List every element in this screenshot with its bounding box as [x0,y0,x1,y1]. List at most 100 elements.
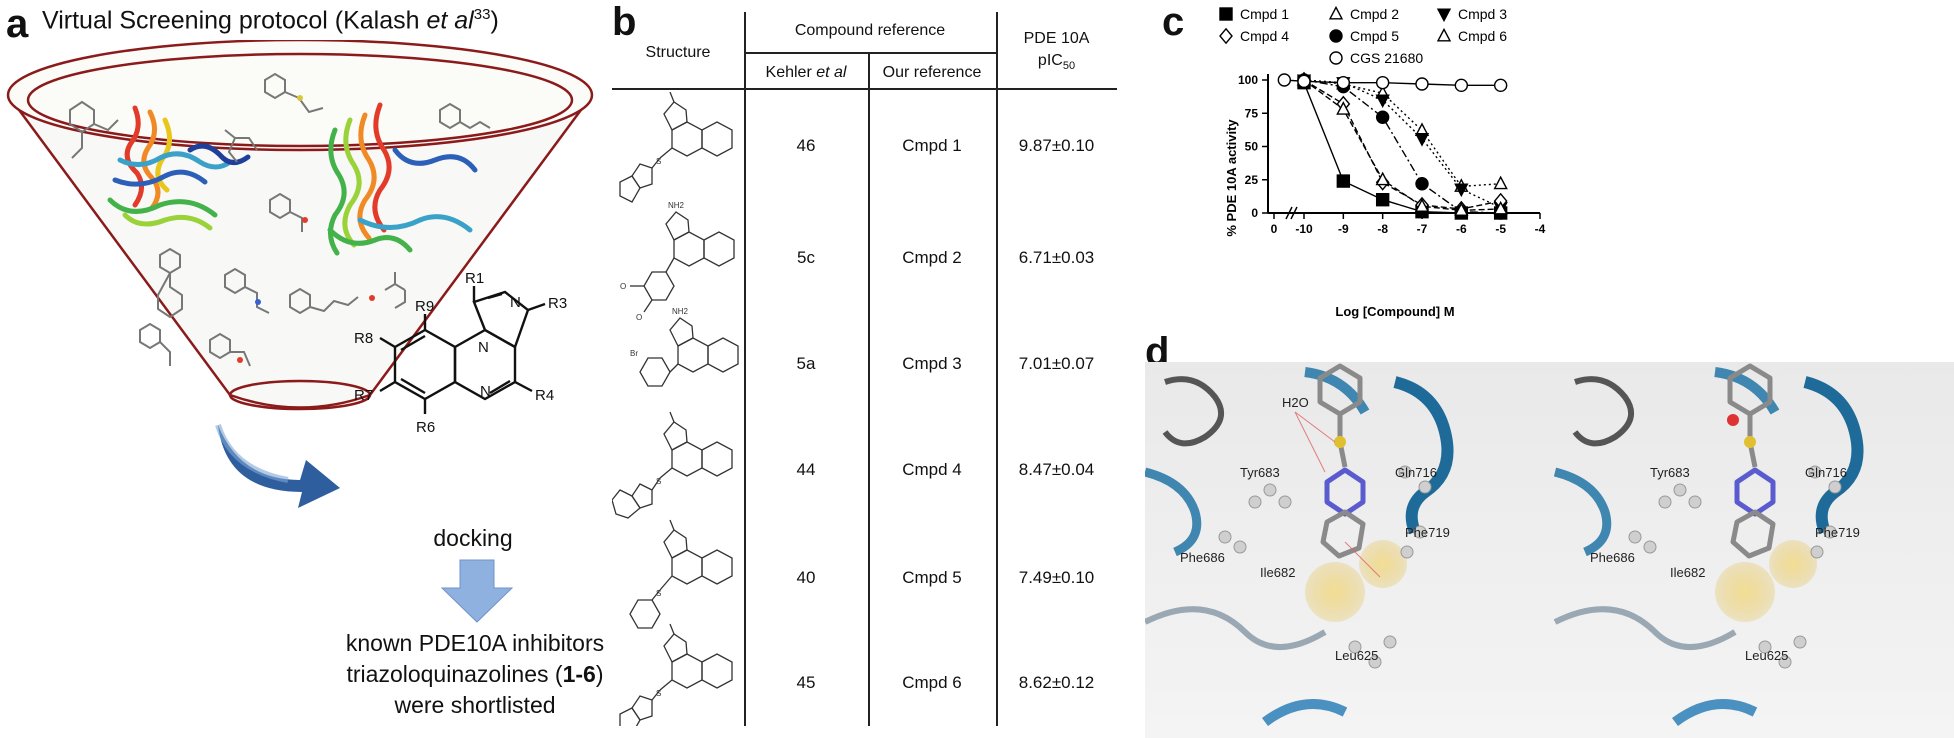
stereo-view-left: H2O Tyr683 Gln716 Phe719 Phe686 Ile682 L… [1145,363,1454,727]
title-prefix: Virtual Screening protocol (Kalash [42,6,427,35]
data-point [1454,183,1469,198]
cell-pic50: 6.71±0.03 [1018,248,1095,267]
data-point [1297,74,1311,89]
header-pde-line2: pIC50 [996,50,1117,77]
y-tick-label: 50 [1245,140,1259,154]
header-structure: Structure [645,44,711,61]
structure-column: S NH2 O O NH2 Br [612,92,739,726]
atom-s: S [656,157,661,166]
legend-entry-label: Cmpd 6 [1458,28,1507,44]
data-point [1375,94,1390,109]
triazoloquinazoline-scaffold [379,286,546,414]
result-line-3: were shortlisted [394,692,556,718]
label-r8: R8 [354,330,373,347]
label-tyr683: Tyr683 [1650,465,1690,480]
atom-nh2: NH2 [672,307,689,316]
structure-cmpd-5: S [629,519,733,629]
docking-pose-stereo-view: H2O Tyr683 Gln716 Phe719 Phe686 Ile682 L… [1145,362,1954,738]
data-point [1493,78,1508,93]
x-tick-label: -9 [1338,222,1349,236]
series-line [1303,79,1501,209]
shortlist-result-text: known PDE10A inhibitors triazoloquinazol… [295,628,655,721]
data-point [1436,27,1452,42]
label-n3: N [480,383,491,400]
legend-entry-label: Cmpd 2 [1350,6,1399,22]
protein-structure-left [107,105,251,231]
cell-our-reference: Cmpd 3 [902,354,962,373]
view-background [1145,362,1954,738]
structure-cmpd-6: S [619,623,733,726]
compound-table: Structure Compound reference Kehler et a… [612,8,1122,726]
label-phe719: Phe719 [1815,525,1860,540]
data-point [1493,200,1508,215]
x-tick-label: -8 [1377,222,1388,236]
structure-cmpd-4: S [612,411,733,519]
label-r7: R7 [354,387,373,404]
label-r9: R9 [415,298,434,315]
col-divider-1 [744,12,746,726]
atom-s: S [656,589,661,598]
data-point [1415,77,1429,91]
label-tyr683: Tyr683 [1240,465,1280,480]
label-n2: N [510,294,521,311]
y-tick-label: 0 [1251,206,1258,220]
header-kehler-etal: et al [816,64,847,81]
col-divider-2 [868,52,870,726]
data-point [1219,27,1233,45]
header-rule [612,88,1117,90]
cell-pic50: 9.87±0.10 [1018,136,1095,155]
subheader-rule [744,52,996,54]
compound-range: 1-6 [562,661,596,687]
docking-label: docking [433,525,513,551]
cell-kehler: 45 [796,673,816,692]
x-tick-label: -6 [1456,222,1467,236]
cell-kehler: 5a [796,354,816,373]
cell-pic50: 7.01±0.07 [1018,354,1095,373]
series-line [1303,79,1501,212]
atom-o-2: O [636,313,642,322]
structure-cmpd-3: NH2 Br [630,307,739,387]
x-axis-label: Log [Compound] M [1335,304,1454,319]
x-tick-label: -10 [1295,222,1313,236]
cell-our-reference: Cmpd 1 [902,136,962,155]
ligand-molecules [69,72,491,367]
data-point [1336,174,1351,188]
panel-letter-a: a [6,2,29,46]
screening-funnel-illustration: R9 R8 R7 R6 R1 R3 R4 N N N [6,40,594,623]
atom-nh2: NH2 [668,201,685,210]
legend-entry-label: Cmpd 1 [1240,6,1289,22]
label-leu625: Leu625 [1335,648,1378,663]
cell-our-reference: Cmpd 6 [902,673,962,692]
y-tick-label: 25 [1245,173,1259,187]
title-ref: 33 [473,6,491,23]
cell-kehler: 44 [796,460,816,479]
data-point [1219,7,1233,21]
cell-kehler: 40 [796,568,816,587]
legend-entry-label: Cmpd 3 [1458,6,1507,22]
data-point [1454,78,1469,93]
label-leu625: Leu625 [1745,648,1788,663]
header-pic: pIC [1037,52,1063,69]
result-line-2-pre: triazoloquinazolines ( [346,661,563,687]
cell-kehler: 46 [796,136,816,155]
data-point [1277,73,1292,87]
data-point [1375,110,1390,124]
protein-structure-right [327,102,478,256]
cell-pic50: 8.47±0.04 [1018,460,1095,479]
cell-pic50: 8.62±0.12 [1018,673,1095,692]
label-gln716: Gln716 [1805,465,1847,480]
atom-s: S [656,689,661,698]
legend-entry-label: Cmpd 5 [1350,28,1399,44]
series-line [1303,79,1501,188]
data-point [1454,202,1469,216]
col-divider-3 [996,12,998,726]
x-tick-label: -5 [1495,222,1506,236]
cell-our-reference: Cmpd 4 [902,460,962,479]
result-line-2-post: ) [595,661,604,687]
header-kehler: Kehler et al [744,64,868,82]
data-point [1375,192,1390,207]
label-phe686: Phe686 [1590,550,1635,565]
header-compound-reference: Compound reference [794,22,946,39]
